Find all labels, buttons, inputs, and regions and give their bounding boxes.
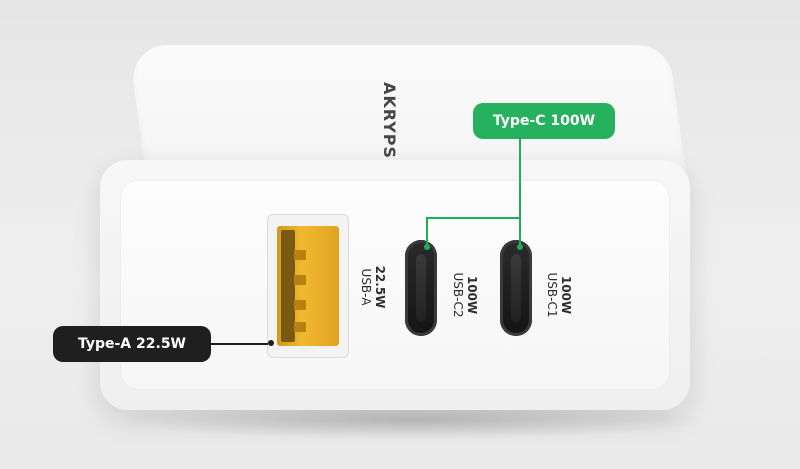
usb-c1-port xyxy=(500,240,532,336)
brand-logo: AKRYPS xyxy=(372,60,408,180)
callout-type-c: Type-C 100W xyxy=(473,103,615,139)
usb-a-pin xyxy=(294,250,306,260)
usb-a-pin xyxy=(294,322,306,332)
callout-c-left-drop xyxy=(426,217,428,247)
callout-a-line xyxy=(211,343,268,345)
usb-a-slot xyxy=(281,230,295,342)
usb-c2-tongue xyxy=(416,254,426,322)
usb-a-label: 22.5W USB-A xyxy=(359,265,387,309)
usb-c1-tongue xyxy=(511,254,521,322)
callout-c-dot-right xyxy=(517,244,523,250)
callout-c-branch xyxy=(426,217,521,219)
callout-a-dot xyxy=(268,340,274,346)
usb-a-pin xyxy=(294,275,306,285)
callout-c-stem xyxy=(519,139,521,219)
callout-c-right-drop xyxy=(519,217,521,247)
usb-c2-label: 100W USB-C2 xyxy=(451,272,479,318)
usb-c1-label: 100W USB-C1 xyxy=(545,272,573,318)
charger-front-face xyxy=(120,180,670,390)
usb-c2-port xyxy=(405,240,437,336)
callout-c-dot-left xyxy=(424,244,430,250)
callout-type-a: Type-A 22.5W xyxy=(53,326,211,362)
usb-a-pin xyxy=(294,300,306,310)
brand-text: AKRYPS xyxy=(380,81,400,159)
